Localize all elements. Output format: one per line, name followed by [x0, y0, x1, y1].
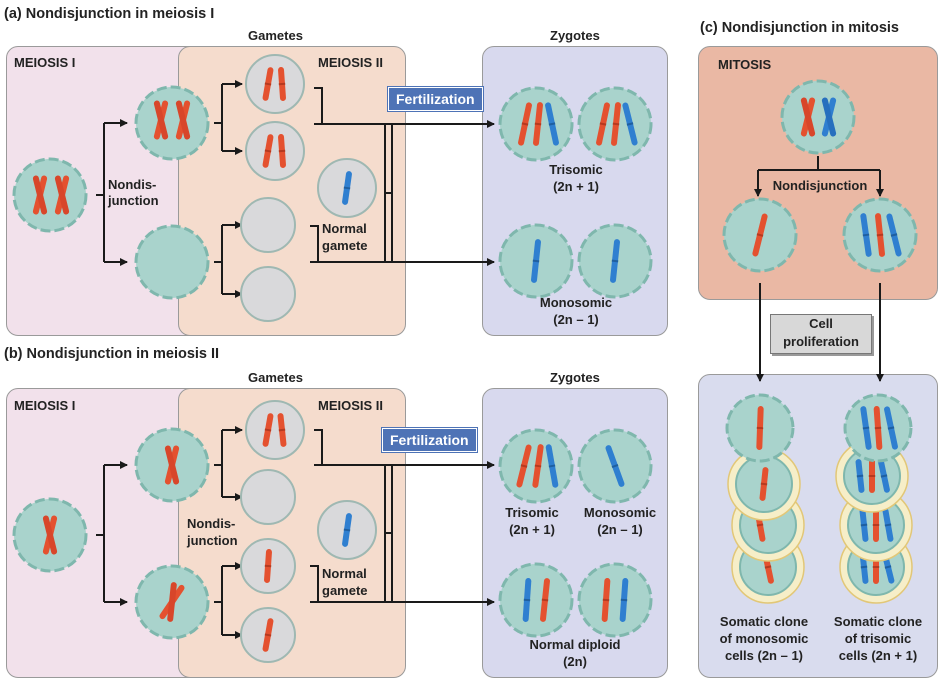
panel-a-zygote-monosomic-2 — [577, 223, 653, 299]
panel-a-monosomic-label: Monosomic — [539, 295, 613, 310]
panel-a-normal-line1: Normal — [322, 221, 367, 236]
panel-c-split-bracket — [757, 156, 881, 190]
panel-a-monosomic-formula: (2n – 1) — [553, 312, 599, 327]
panel-b-meiosis1-daughter-top — [134, 427, 210, 503]
panel-a-gamete-1 — [245, 54, 305, 114]
panel-a-gamete-4 — [240, 266, 296, 322]
panel-b-diploid-label: Normal diploid — [529, 637, 621, 652]
panel-a-meiosis1-daughter-bottom — [134, 224, 210, 300]
panel-a-split-bracket — [96, 122, 126, 263]
panel-a-meiosis1-label: MEIOSIS I — [14, 55, 76, 70]
panel-c-daughter-trisomic — [842, 197, 918, 273]
panel-b-gamete-2 — [240, 469, 296, 525]
panel-b-diploid-formula: (2n) — [563, 654, 587, 669]
panel-a-meiosis1-daughter-top — [134, 85, 210, 161]
panel-a-zygotes-label: Zygotes — [550, 28, 600, 43]
panel-c-proliferation-label: proliferation — [783, 334, 859, 349]
panel-b-normal-line2: gamete — [322, 583, 368, 598]
panel-c-clone-tri-line3: cells (2n + 1) — [838, 648, 918, 663]
panel-a-normal-gamete — [317, 158, 377, 218]
panel-b-zygote-monosomic — [577, 428, 653, 504]
panel-b-meiosis1-label: MEIOSIS I — [14, 398, 76, 413]
panel-a-nondis-line2: junction — [108, 193, 159, 208]
panel-b-gamete-1 — [245, 400, 305, 460]
panel-a-trisomic-label: Trisomic — [549, 162, 603, 177]
panel-b-normal-gamete — [317, 500, 377, 560]
panel-b-trisomic-label: Trisomic — [505, 505, 559, 520]
panel-b-monosomic-label: Monosomic — [583, 505, 657, 520]
panel-c-clone-trisomic-stack — [835, 393, 913, 604]
panel-b-zygote-diploid-1 — [498, 562, 574, 638]
panel-b-zygotes-label: Zygotes — [550, 370, 600, 385]
panel-b-meiosis2-label: MEIOSIS II — [318, 398, 384, 413]
panel-c-mitotic-cell — [780, 79, 856, 155]
panel-c-clone-mono-line1: Somatic clone — [719, 614, 809, 629]
panel-a-parent-cell — [12, 157, 88, 233]
panel-a-gamete-2 — [245, 121, 305, 181]
panel-b-nondis-line2: junction — [187, 533, 238, 548]
panel-b-gamete-3 — [240, 538, 296, 594]
panel-a-normal-line2: gamete — [322, 238, 368, 253]
panel-b-trisomic-formula: (2n + 1) — [509, 522, 555, 537]
panel-a-zygote-monosomic-1 — [498, 223, 574, 299]
panel-b-fertilization-label: Fertilization — [382, 428, 477, 452]
panel-a-title: (a) Nondisjunction in meiosis I — [4, 6, 215, 22]
panel-a-zygote-trisomic-1 — [498, 86, 574, 162]
panel-a-fertilization-label: Fertilization — [388, 87, 483, 111]
panel-b-title: (b) Nondisjunction in meiosis II — [4, 346, 220, 362]
panel-a-gametes-label: Gametes — [248, 28, 303, 43]
panel-b-zygote-diploid-2 — [577, 562, 653, 638]
panel-b-parent-cell — [12, 497, 88, 573]
panel-a-zygote-trisomic-2 — [577, 86, 653, 162]
panel-c-title: (c) Nondisjunction in mitosis — [700, 20, 899, 36]
panel-b-normal-line1: Normal — [322, 566, 367, 581]
panel-c-clone-mono-line3: cells (2n – 1) — [724, 648, 804, 663]
panel-c-nondisjunction-label: Nondisjunction — [766, 178, 874, 193]
panel-b-zygote-trisomic — [498, 428, 574, 504]
panel-a-meiosis2-label: MEIOSIS II — [318, 55, 384, 70]
panel-c-mitosis-label: MITOSIS — [718, 57, 772, 72]
panel-c-clone-tri-line2: of trisomic — [844, 631, 912, 646]
panel-a-nondis-line1: Nondis- — [108, 177, 157, 192]
panel-b-gamete-4 — [240, 607, 296, 663]
panel-a-gamete-3 — [240, 197, 296, 253]
panel-b-gametes-label: Gametes — [248, 370, 303, 385]
panel-b-monosomic-formula: (2n – 1) — [597, 522, 643, 537]
panel-c-cell-proliferation-box: Cell proliferation — [770, 314, 872, 354]
panel-c-cell-label: Cell — [809, 316, 833, 331]
panel-c-clone-mono-line2: of monosomic — [719, 631, 809, 646]
panel-c-daughter-monosomic — [722, 197, 798, 273]
panel-a-trisomic-formula: (2n + 1) — [553, 179, 599, 194]
panel-b-meiosis1-daughter-bottom — [134, 564, 210, 640]
panel-c-clone-tri-line1: Somatic clone — [833, 614, 923, 629]
panel-b-nondis-line1: Nondis- — [187, 516, 236, 531]
panel-c-clone-monosomic-stack — [725, 393, 805, 604]
